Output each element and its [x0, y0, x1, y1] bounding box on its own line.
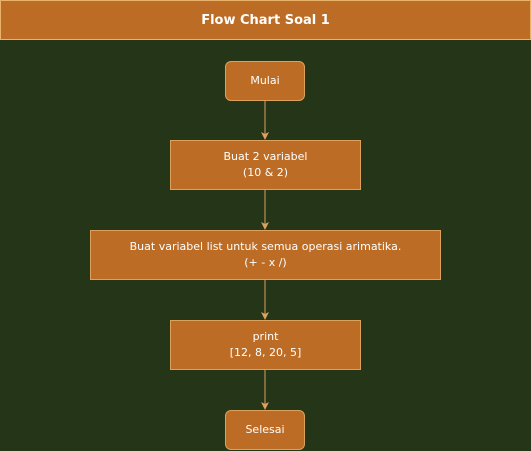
node-start-label: Mulai: [250, 74, 280, 87]
diagram-title-text: Flow Chart Soal 1: [201, 12, 330, 28]
node-create-variables: Buat 2 variabel (10 & 2): [170, 140, 361, 190]
node-create-list: Buat variabel list untuk semua operasi a…: [90, 230, 441, 280]
node-create-variables-line1: Buat 2 variabel: [223, 150, 308, 163]
node-end: Selesai: [225, 410, 305, 450]
node-print: print [12, 8, 20, 5]: [170, 320, 361, 370]
node-create-variables-line2: (10 & 2): [242, 166, 289, 179]
node-end-label: Selesai: [245, 423, 285, 436]
diagram-title: Flow Chart Soal 1: [0, 0, 531, 40]
node-print-line2: [12, 8, 20, 5]: [229, 346, 302, 359]
node-start: Mulai: [225, 61, 305, 101]
node-create-list-line1: Buat variabel list untuk semua operasi a…: [129, 240, 402, 253]
node-create-list-line2: (+ - x /): [244, 256, 287, 269]
node-print-line1: print: [252, 330, 279, 343]
